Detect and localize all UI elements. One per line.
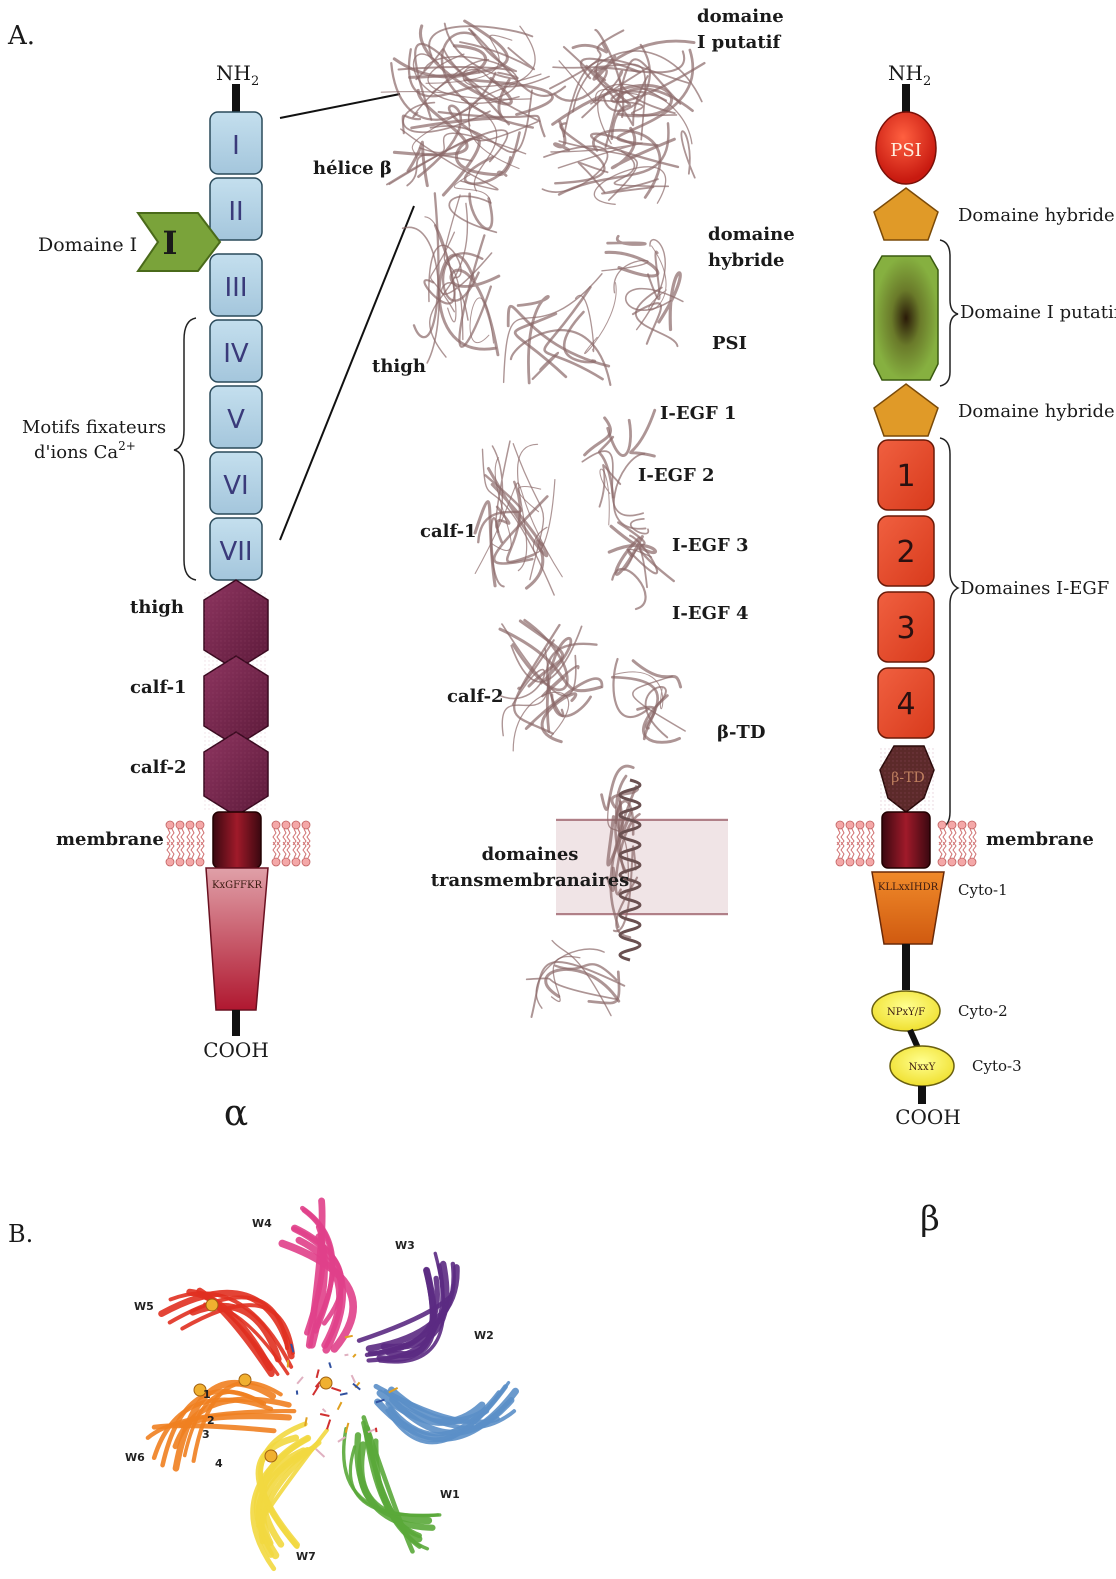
domaine-i-glyph: I [163,224,178,262]
beta-cyto2-label: Cyto-2 [958,1002,1008,1020]
blade-label-w7: W7 [296,1550,316,1563]
alpha-transmembrane-segment [213,812,261,868]
alpha-thigh-label: thigh [130,597,184,618]
connector-top [280,94,400,118]
beta-hybride-top [874,188,938,240]
beta-cyto2-motif: NPxY/F [887,1007,925,1018]
beta-egf-label: Domaines I-EGF [960,578,1109,599]
alpha-cyto-motif: KxGFFKR [212,880,262,891]
blade-label-w2: W2 [474,1329,494,1342]
strand-number-4: 4 [215,1457,223,1470]
alpha-calf1-label: calf-1 [130,677,187,698]
alpha-domain-label-V: V [227,405,245,435]
label-psi: PSI [712,333,747,354]
alpha-domain-label-VI: VI [223,471,248,501]
blade-label-w5: W5 [134,1300,154,1313]
beta-cyto3-label: Cyto-3 [972,1057,1022,1075]
blade-label-w6: W6 [125,1451,145,1464]
beta-propeller-structure: W1 W2 W3 W4W5W6W7 1 23 4 [125,1201,515,1569]
domaine-i-chevron [138,213,220,271]
label-domaine-hybride-1: domaine [708,224,795,245]
alpha-greek-label: α [224,1093,248,1134]
beta-cooh-label: COOH [895,1105,961,1129]
alpha-membrane-label: membrane [56,829,164,850]
panel-a-label: A. [7,21,35,51]
label-thigh: thigh [372,356,426,377]
beta-egf-number-4: 4 [896,687,915,722]
label-iegf1: I-EGF 1 [660,403,737,424]
beta-subunit: NH2 PSI Domaine hybride Domaine I putati… [836,61,1116,1239]
alpha-domain-label-IV: IV [223,339,249,369]
label-calf1: calf-1 [420,521,477,542]
label-iegf2: I-EGF 2 [638,465,715,486]
beta-hybride-bottom [874,384,938,436]
label-btd: β-TD [717,722,765,743]
ca-label-line2: d'ions Ca2+ [34,439,136,463]
beta-membrane-label: membrane [986,829,1094,850]
beta-hybride-bottom-label: Domaine hybride [958,401,1115,422]
alpha-domain-label-II: II [228,197,243,227]
beta-cyto3-motif: NxxY [909,1062,936,1073]
alpha-domain-label-VII: VII [219,537,252,567]
tm-region-box [556,818,728,916]
alpha-calf2-label: calf-2 [130,757,187,778]
beta-greek-label: β [920,1199,940,1239]
beta-cyto1-motif: KLLxxIHDR [878,882,939,893]
label-domaine-i-putatif-1: domaine [697,6,784,27]
beta-psi-label: PSI [890,140,922,161]
alpha-domain-label-III: III [224,273,247,303]
blade-label-w3: W3 [395,1239,415,1252]
beta-i-putatif-label: Domaine I putatif [960,302,1116,323]
strand-number-3: 3 [202,1428,210,1441]
label-helice: hélice β [313,158,392,179]
beta-i-putatif-brace [940,240,958,386]
beta-i-putatif-domain [874,256,938,380]
label-domaine-i-putatif-2: I putatif [697,32,781,53]
beta-btd-label: β-TD [891,770,924,786]
label-tm-2: transmembranaires [431,870,630,891]
beta-cyto-stalk-1 [902,944,910,990]
beta-egf-brace [940,438,958,828]
strand-number-2: 2 [207,1414,215,1427]
beta-egf-number-2: 2 [896,535,915,570]
alpha-cooh-stalk [232,1010,240,1036]
label-iegf3: I-EGF 3 [672,535,749,556]
domaine-i-label: Domaine I [38,234,137,256]
alpha-nh2-stalk [232,84,240,114]
beta-transmembrane-segment [882,812,930,868]
label-calf2: calf-2 [447,686,504,707]
beta-cyto-link [910,1030,918,1048]
ca-label-line1: Motifs fixateurs [22,417,166,438]
alpha-domain-label-I: I [232,131,240,161]
beta-egf-domains: 1 2 3 4 [878,440,934,738]
ca-brace [174,318,196,580]
crystal-structure: domaine I putatif hélice β domaine hybri… [313,6,795,1017]
label-tm-1: domaines [482,844,579,865]
panel-b-label: B. [8,1220,33,1248]
label-iegf4: I-EGF 4 [672,603,749,624]
beta-egf-number-1: 1 [896,459,915,494]
beta-cooh-stalk [918,1086,926,1104]
beta-egf-number-3: 3 [896,611,915,646]
label-domaine-hybride-2: hybride [708,250,785,271]
blade-label-w4: W4 [252,1217,272,1230]
strand-number-1: 1 [203,1388,211,1401]
beta-nh2-stalk [902,84,910,114]
beta-cyto1-label: Cyto-1 [958,881,1008,899]
beta-hybride-top-label: Domaine hybride [958,205,1115,226]
blade-label-w1: W1 [440,1488,460,1501]
alpha-cooh-label: COOH [203,1038,269,1062]
